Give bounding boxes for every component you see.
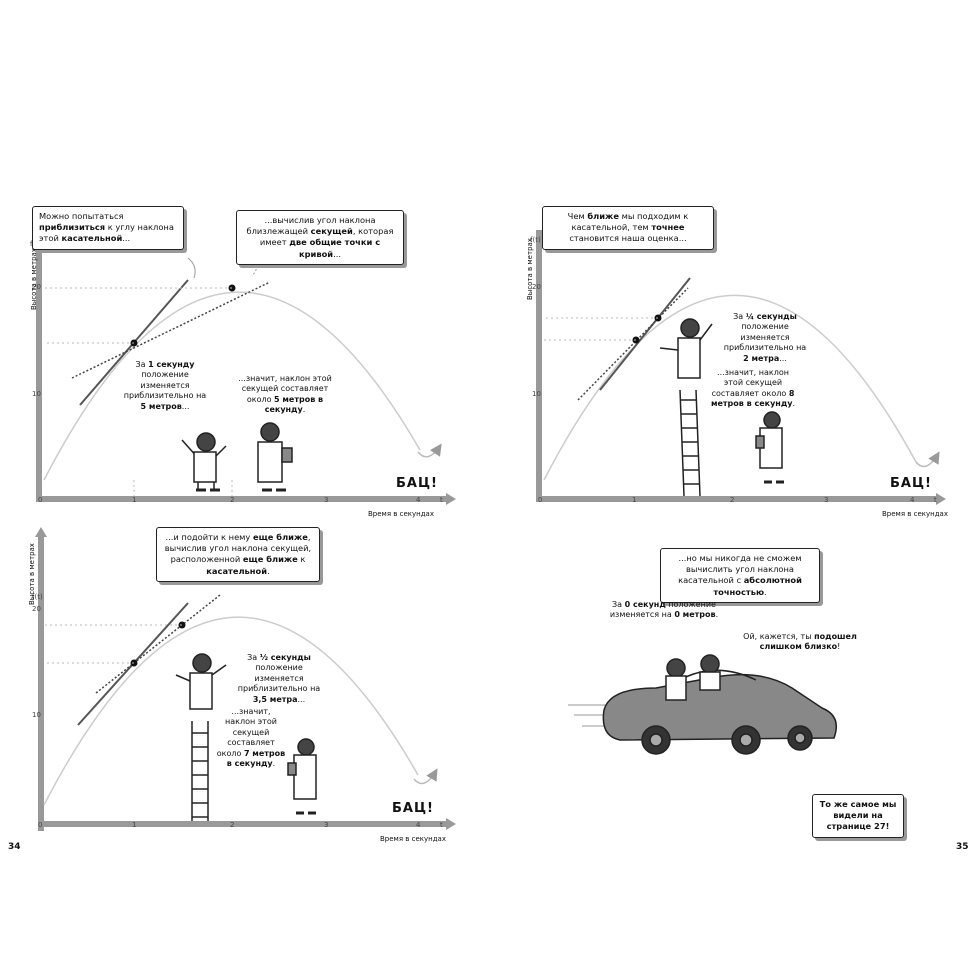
y-tick-10: 10	[32, 390, 41, 398]
caption-zero: За 0 секунд положение изменяется на 0 ме…	[609, 600, 719, 620]
x-tick-4: 4	[910, 496, 915, 504]
y-axis-bar	[36, 240, 42, 502]
caption-slope: ...значит, наклон этой секущей составляе…	[216, 707, 286, 768]
x-tick-2: 2	[230, 496, 235, 504]
caption-too-close: Ой, кажется, ты подошел слишком близко!	[743, 632, 857, 652]
y-tick-20: 20	[32, 605, 41, 613]
bubble-approach: Можно попытаться приблизиться к углу нак…	[32, 206, 184, 250]
x-tick-3: 3	[324, 496, 329, 504]
y-tick-0: 0	[38, 821, 43, 829]
caption-change: За ½ секунды положение изменяется прибли…	[237, 653, 321, 704]
x-tick-3: 3	[824, 496, 829, 504]
x-tick-4: 4	[416, 496, 421, 504]
panel-3-graph	[35, 527, 456, 831]
x-axis-label: Время в секундах	[380, 835, 446, 843]
character-on-ladder	[175, 653, 227, 710]
y-tick-10: 10	[532, 390, 541, 398]
y-tick-0: 0	[38, 496, 43, 504]
panel-2: Высота в метрах f(t) 20 10 0 1 2 3 4 t В…	[520, 200, 950, 520]
panel-1-graph	[36, 240, 456, 505]
page-number-right: 35	[956, 842, 969, 852]
y-axis-label: Высота в метрах	[30, 248, 38, 310]
y-tick-10: 10	[32, 711, 41, 719]
bubble-secant: ...вычислив угол наклона близлежащей сек…	[236, 210, 404, 265]
panel-3: Высота в метрах f(t) 20 10 0 1 2 3 4 t В…	[28, 525, 460, 845]
page-number-left: 34	[8, 842, 21, 852]
character-scientist-right	[257, 422, 293, 492]
caption-slope: ...значит, наклон этой секущей составляе…	[710, 368, 796, 409]
x-axis-label: Время в секундах	[368, 510, 434, 518]
car-illustration	[568, 654, 837, 755]
x-tick-1: 1	[632, 496, 637, 504]
bam-text: БАЦ!	[890, 476, 932, 491]
character-on-ladder	[659, 318, 713, 379]
y-tick-0: 0	[538, 496, 543, 504]
secant-line	[71, 281, 271, 379]
y-tick-20: 20	[532, 283, 541, 291]
passengers	[665, 654, 721, 701]
y-fn-label: f(t)	[530, 236, 541, 244]
x-tick-4: 4	[416, 821, 421, 829]
bam-text: БАЦ!	[392, 801, 434, 816]
x-var-label: t	[934, 496, 937, 504]
bubble-never: ...но мы никогда не сможем вычислить уго…	[660, 548, 820, 603]
caption-slope: ...значит, наклон этой секущей составляе…	[238, 374, 332, 415]
x-tick-1: 1	[132, 496, 137, 504]
y-fn-label: f(t)	[32, 593, 43, 601]
character-clipboard	[755, 411, 784, 484]
x-tick-3: 3	[324, 821, 329, 829]
parabola	[43, 291, 421, 481]
x-tick-2: 2	[730, 496, 735, 504]
panel-2-graph	[536, 230, 946, 505]
bubble-closer: Чем ближе мы подходим к касательной, тем…	[542, 206, 714, 250]
x-axis-bar	[36, 496, 446, 502]
bam-text: БАЦ!	[396, 476, 438, 491]
character-scientist-left	[181, 432, 227, 492]
x-var-label: t	[440, 496, 443, 504]
ladder	[191, 721, 209, 821]
y-tick-20: 20	[32, 283, 41, 291]
bubble-page-ref: То же самое мы видели на странице 27!	[812, 794, 904, 838]
character-clipboard	[287, 738, 317, 815]
bubble-even-closer: ...и подойти к нему еще ближе, вычислив …	[156, 527, 320, 582]
panel-4: ...но мы никогда не сможем вычислить уго…	[560, 540, 960, 840]
x-tick-2: 2	[230, 821, 235, 829]
x-axis-label: Время в секундах	[882, 510, 948, 518]
panel-1: Высота в метрах f(t) 20 10 0 1 2 3 4 t В…	[30, 200, 460, 520]
caption-change: За ¼ секунды положение изменяется прибли…	[723, 312, 807, 363]
x-tick-1: 1	[132, 821, 137, 829]
ladder	[679, 389, 701, 497]
caption-change: За 1 секунду положение изменяется прибли…	[123, 360, 207, 411]
x-var-label: t	[440, 821, 443, 829]
